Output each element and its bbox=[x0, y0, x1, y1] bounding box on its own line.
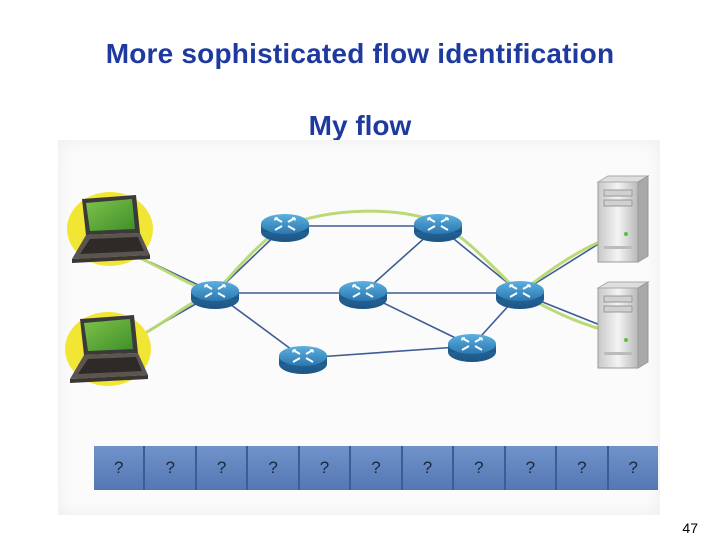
server-icon bbox=[597, 281, 649, 369]
page-number: 47 bbox=[682, 520, 698, 536]
router-icon bbox=[338, 280, 388, 310]
packet-cell: ? bbox=[505, 446, 558, 490]
packet-cell: ? bbox=[454, 446, 506, 490]
packet-stream: ? ? ? ? ? ? ? ? ? ? ? bbox=[94, 446, 658, 490]
packet-cell: ? bbox=[402, 446, 455, 490]
slide-title: More sophisticated flow identification bbox=[105, 38, 615, 69]
packet-cell: ? bbox=[299, 446, 352, 490]
packet-cell: ? bbox=[196, 446, 249, 490]
router-icon bbox=[495, 280, 545, 310]
packet-cell: ? bbox=[351, 446, 403, 490]
packet-cell: ? bbox=[145, 446, 197, 490]
packet-cell: ? bbox=[248, 446, 300, 490]
router-icon bbox=[190, 280, 240, 310]
laptop-icon bbox=[67, 192, 153, 266]
packet-cell: ? bbox=[608, 446, 658, 490]
router-icon bbox=[260, 213, 310, 243]
laptop-icon bbox=[65, 312, 151, 386]
router-icon bbox=[447, 333, 497, 363]
flow-highlight bbox=[139, 209, 605, 338]
server-icon bbox=[597, 175, 649, 263]
router-icon bbox=[413, 213, 463, 243]
packet-cell: ? bbox=[557, 446, 609, 490]
slide-subtitle: My flow bbox=[308, 110, 412, 141]
router-icon bbox=[278, 345, 328, 375]
packet-cell: ? bbox=[94, 446, 146, 490]
